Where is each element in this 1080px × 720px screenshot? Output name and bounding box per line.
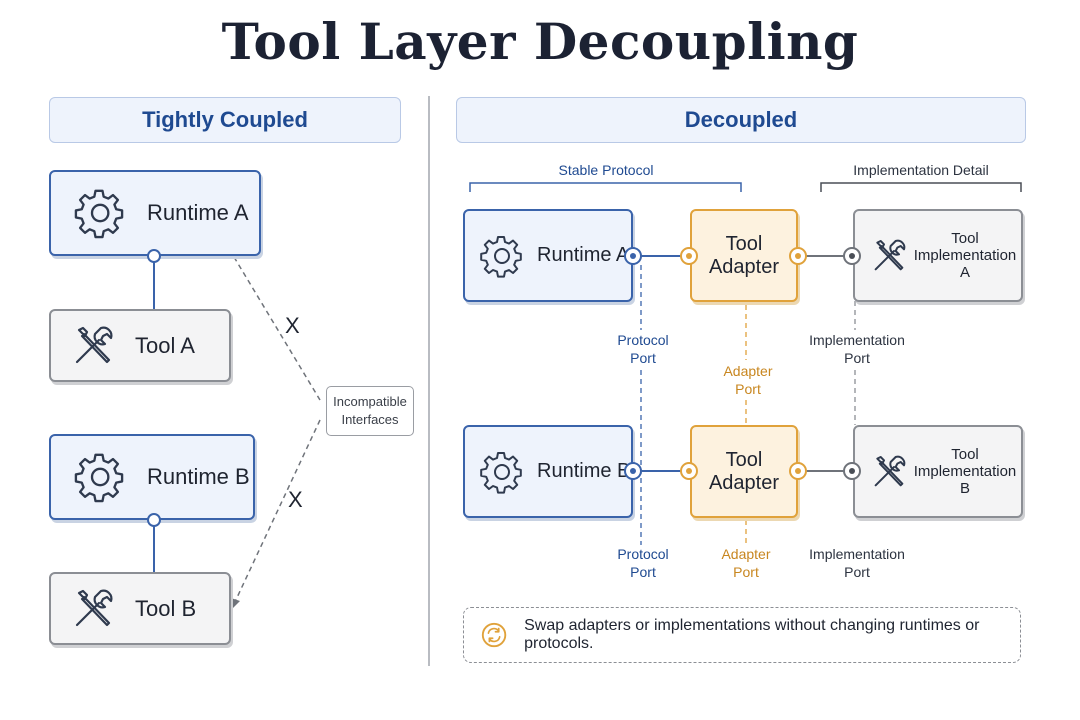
adapter-port-b-right bbox=[789, 462, 807, 480]
protocol-port-b bbox=[624, 462, 642, 480]
tool-implementation-b-box: Tool Implementation B bbox=[853, 425, 1023, 518]
implementation-port-label-mid: Implementation Port bbox=[809, 332, 905, 367]
wrench-screwdriver-icon bbox=[75, 326, 113, 363]
implementation-port-b bbox=[843, 462, 861, 480]
left-tool-a-label: Tool A bbox=[135, 332, 195, 358]
section-divider bbox=[428, 96, 430, 666]
swap-cycle-icon bbox=[481, 622, 507, 648]
left-tool-a-box: Tool A bbox=[49, 309, 231, 382]
tool-adapter-b-line2: Adapter bbox=[708, 471, 780, 494]
implementation-port-label-bottom: Implementation Port bbox=[809, 546, 905, 581]
adapter-port-label-bottom: Adapter Port bbox=[721, 546, 771, 581]
tool-adapter-a-box: Tool Adapter bbox=[690, 209, 798, 302]
protocol-port-label-mid: Protocol Port bbox=[617, 332, 669, 367]
gear-icon bbox=[480, 235, 522, 278]
tool-implementation-b-line2: Implementation B bbox=[913, 462, 1017, 498]
wrench-screwdriver-icon bbox=[874, 455, 906, 486]
protocol-port-a bbox=[624, 247, 642, 265]
wrench-screwdriver-icon bbox=[874, 239, 906, 270]
tightly-coupled-header: Tightly Coupled bbox=[49, 97, 401, 143]
swap-note: Swap adapters or implementations without… bbox=[463, 607, 1021, 663]
left-tool-b-label: Tool B bbox=[135, 595, 197, 621]
page-title: Tool Layer Decoupling bbox=[221, 12, 859, 71]
tool-implementation-a-box: Tool Implementation A bbox=[853, 209, 1023, 302]
right-runtime-a-label: Runtime A bbox=[537, 244, 630, 266]
tool-implementation-a-line1: Tool bbox=[951, 229, 979, 247]
left-runtime-b-label: Runtime B bbox=[147, 464, 250, 489]
right-runtime-a-box: Runtime A bbox=[463, 209, 633, 302]
adapter-port-a-left bbox=[680, 247, 698, 265]
left-runtime-a-box: Runtime A bbox=[49, 170, 261, 256]
implementation-detail-label: Implementation Detail bbox=[853, 162, 989, 178]
tool-adapter-b-box: Tool Adapter bbox=[690, 425, 798, 518]
left-runtime-b-port bbox=[147, 513, 161, 527]
stable-protocol-label: Stable Protocol bbox=[558, 162, 654, 178]
cross-mark-bottom: X bbox=[288, 487, 303, 512]
right-runtime-b-box: Runtime B bbox=[463, 425, 633, 518]
tool-implementation-b-line1: Tool bbox=[951, 445, 979, 463]
implementation-port-a bbox=[843, 247, 861, 265]
cross-mark-top: X bbox=[285, 313, 300, 338]
tool-adapter-a-line2: Adapter bbox=[708, 255, 780, 278]
wrench-screwdriver-icon bbox=[75, 589, 113, 626]
gear-icon bbox=[74, 189, 124, 239]
tool-adapter-b-line1: Tool bbox=[725, 448, 763, 471]
gear-icon bbox=[480, 451, 522, 494]
left-runtime-b-box: Runtime B bbox=[49, 434, 255, 520]
adapter-port-a-right bbox=[789, 247, 807, 265]
tool-implementation-a-line2: Implementation A bbox=[913, 246, 1017, 282]
left-tool-b-box: Tool B bbox=[49, 572, 231, 645]
incompatible-interfaces-label: Incompatible Interfaces bbox=[326, 386, 414, 436]
swap-note-text: Swap adapters or implementations without… bbox=[524, 617, 980, 652]
protocol-port-label-bottom: Protocol Port bbox=[617, 546, 669, 581]
left-runtime-a-label: Runtime A bbox=[147, 200, 249, 225]
adapter-port-label-mid: Adapter Port bbox=[723, 363, 773, 398]
right-runtime-b-label: Runtime B bbox=[537, 460, 631, 482]
gear-icon bbox=[74, 453, 124, 503]
decoupled-header: Decoupled bbox=[456, 97, 1026, 143]
tool-adapter-a-line1: Tool bbox=[725, 232, 763, 255]
adapter-port-b-left bbox=[680, 462, 698, 480]
left-runtime-a-port bbox=[147, 249, 161, 263]
